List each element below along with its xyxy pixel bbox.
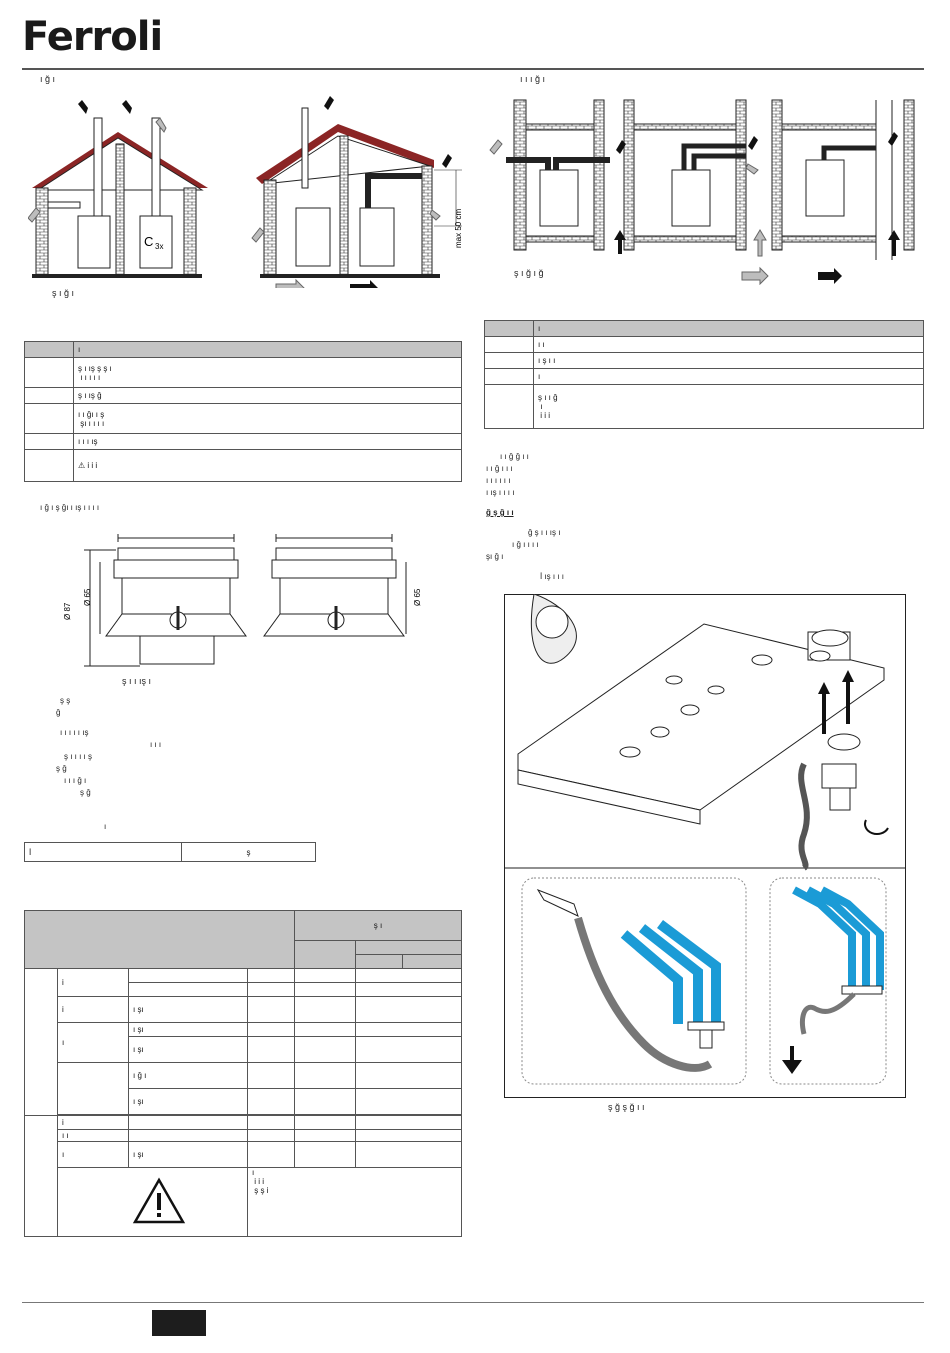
paragraph2-line: İ ış ı ı ı	[540, 572, 565, 581]
footer-divider	[22, 1302, 924, 1303]
small-table-label: ı	[104, 822, 107, 831]
body-line: ş ş	[60, 696, 71, 705]
fig4-condensate-drain	[504, 594, 906, 1098]
table2-row: ı	[533, 368, 924, 385]
fig2-adapter-drawings: Ø 87 Ø 65 Ø 65	[63, 534, 422, 667]
warning-icon: ⚠	[78, 461, 86, 470]
body-line: ı ı ı ğ ı	[64, 776, 87, 785]
dim-87: Ø 87	[63, 602, 72, 620]
page-number-tab	[152, 1310, 206, 1336]
table1: ı ş ı ış ş ş ı ı ı ı ı ı ş ı ış ğ ı ı ğı…	[24, 341, 462, 482]
dim-65-right: Ø 65	[413, 588, 422, 606]
body-line: ş ğ	[56, 764, 67, 773]
header-divider	[22, 68, 924, 70]
table2-row: ı ı	[533, 336, 924, 353]
ferroli-logo: Ferroli	[22, 14, 163, 60]
body-line: ı ı ı	[150, 740, 162, 749]
fig3-caption: ş ı ğ ı ğ	[514, 268, 544, 278]
drain-subheading: ğ ş ğ ı ı	[486, 508, 514, 517]
paragraph-line: ı ı ğ ı ı ı	[486, 464, 513, 473]
table1-header: ı	[73, 341, 462, 358]
c3x-sub: 3x	[155, 242, 163, 251]
paragraph-line: ı ı ı ı ı ı	[486, 476, 511, 485]
small-table: İ ş	[24, 842, 316, 862]
warning-triangle-icon	[133, 1177, 186, 1224]
fig1-caption: ş ı ğ ı	[52, 288, 75, 298]
body-line: ş ı ı ı ı ş	[64, 752, 93, 761]
fig4-caption: ş ğ ş ğ ı ı	[608, 1102, 645, 1112]
body-line: ğ	[56, 708, 61, 717]
table2: ı ı ı ı ş ı ı ı ş ı ı ğ ı i i i	[484, 320, 924, 429]
body-line: ı ı ı ı ı ış	[60, 728, 89, 737]
paragraph-line: ı ış ı ı ı ı	[486, 488, 515, 497]
fig1-house-diagrams: C 3x max 50 cm	[28, 96, 463, 288]
big-table-header: ş ı	[294, 910, 462, 941]
warning-text: ı i i i ş ş i	[247, 1167, 462, 1237]
table2-row: ı ş ı ı	[533, 352, 924, 369]
fig3-wall-diagrams	[489, 99, 915, 285]
max-50cm-label: max 50 cm	[454, 209, 463, 248]
exhaust-arrow	[78, 100, 88, 114]
table1-warning-row: ⚠ i i i	[73, 449, 462, 482]
paragraph2-line: ğ ş ı ı ış ı	[528, 528, 561, 537]
fig1-heading: ı ğ ı	[40, 74, 56, 84]
c3x-label: C	[144, 234, 153, 249]
table1-row: ş ı ış ş ş ı ı ı ı ı ı	[73, 357, 462, 388]
para-after-table1: ı ğ ı ş ğı ı ış ı ı ı ı	[40, 503, 100, 512]
dim-65-left: Ø 65	[83, 588, 92, 606]
table1-row: ı ı ı ış	[73, 433, 462, 450]
paragraph-line: ı ı ğ ğ ı ı	[500, 452, 529, 461]
paragraph2-line: ı ğ ı ı ı ı	[512, 540, 539, 549]
fig3-heading: ı ı ı ğ ı	[520, 74, 546, 84]
table2-header: ı	[533, 320, 924, 337]
body-line: ş ğ	[80, 788, 91, 797]
fig2-caption: ş ı ı ış ı	[122, 676, 152, 686]
table1-row: ı ı ğı ı ş şı ı ı ı ı	[73, 403, 462, 434]
table2-row: ş ı ı ğ ı i i i	[533, 384, 924, 429]
paragraph2-line: şı ğ ı	[486, 552, 504, 561]
table1-row: ş ı ış ğ	[73, 387, 462, 404]
